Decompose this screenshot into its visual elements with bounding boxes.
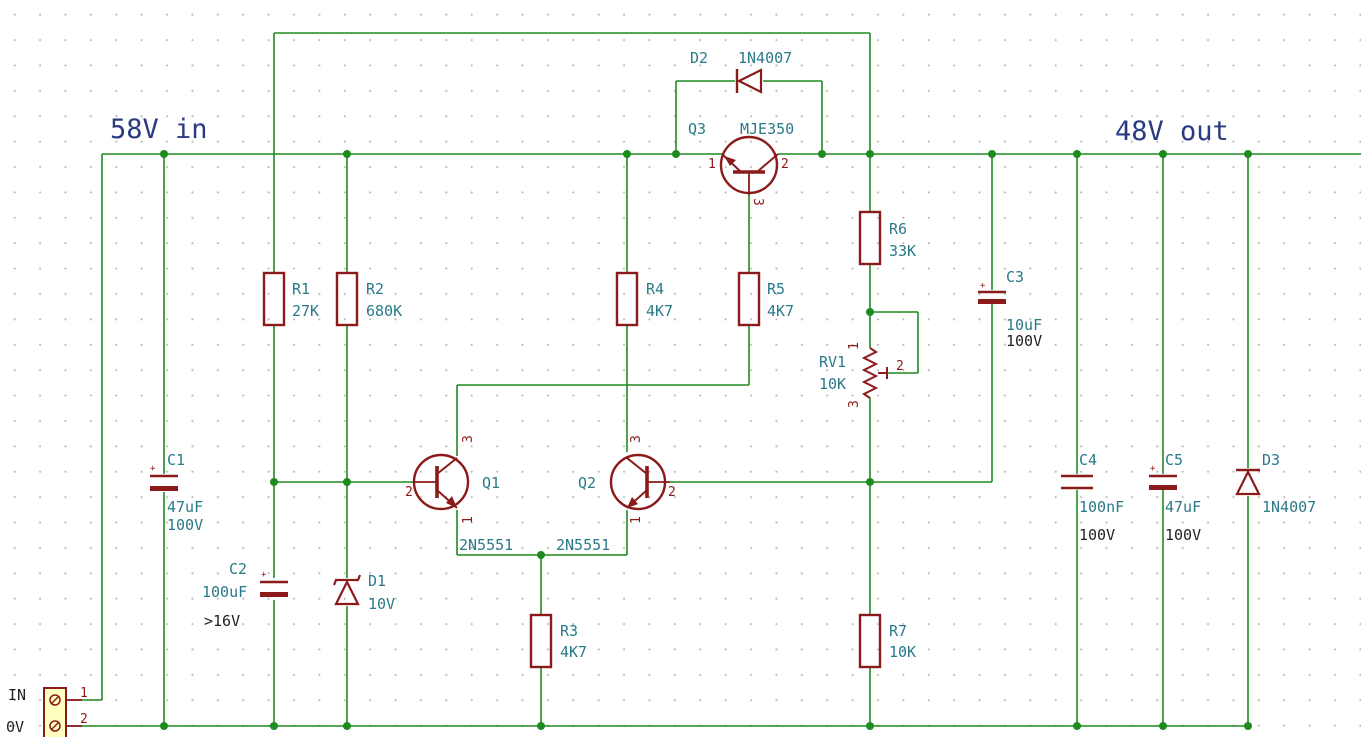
d3-ref: D3 <box>1262 451 1280 469</box>
r2-value: 680K <box>366 302 402 320</box>
diode-d2: D2 1N4007 <box>690 49 792 94</box>
output-net-label: 48V out <box>1115 116 1229 147</box>
q3-value: MJE350 <box>740 120 794 138</box>
r5-ref: R5 <box>767 280 785 298</box>
d1-value: 10V <box>368 595 395 613</box>
junction-dots <box>160 150 1252 730</box>
input-net-label: 58V in <box>110 114 208 145</box>
c1-value: 47uF <box>167 498 203 516</box>
q2-pin-3: 3 <box>629 435 644 443</box>
c1-polarity: + <box>150 464 156 474</box>
diode-d3: D3 1N4007 <box>1235 451 1316 516</box>
c1-voltage: 100V <box>167 516 203 534</box>
r1-ref: R1 <box>292 280 310 298</box>
r6-value: 33K <box>889 242 916 260</box>
c5-polarity: + <box>1150 464 1156 474</box>
c2-ref: C2 <box>229 560 247 578</box>
rv1-pin-1: 1 <box>847 342 862 350</box>
c2-voltage: >16V <box>204 612 240 630</box>
resistor-r1: R1 27K <box>262 271 319 327</box>
q2-pin-2: 2 <box>668 485 676 500</box>
connector-0v-label: 0V <box>6 718 24 736</box>
d3-value: 1N4007 <box>1262 498 1316 516</box>
q2-ref: Q2 <box>578 474 596 492</box>
capacitor-c5: + C5 47uF 100V <box>1149 451 1201 544</box>
c3-value: 10uF <box>1006 316 1042 334</box>
c1-ref: C1 <box>167 451 185 469</box>
r3-value: 4K7 <box>560 643 587 661</box>
q3-pin-3: 3 <box>750 198 765 206</box>
rv1-value: 10K <box>819 375 846 393</box>
r3-ref: R3 <box>560 622 578 640</box>
capacitor-c2: + C2 100uF >16V <box>202 560 288 630</box>
r6-ref: R6 <box>889 220 907 238</box>
c4-voltage: 100V <box>1079 526 1115 544</box>
q2-value: 2N5551 <box>556 536 610 554</box>
q1-pin-1: 1 <box>461 516 476 524</box>
c5-value: 47uF <box>1165 498 1201 516</box>
q1-ref: Q1 <box>482 474 500 492</box>
d2-value: 1N4007 <box>738 49 792 67</box>
resistor-r5: R5 4K7 <box>737 271 794 327</box>
transistor-q3: 1 2 3 Q3 MJE350 <box>688 120 794 206</box>
d2-ref: D2 <box>690 49 708 67</box>
capacitor-c3: + C3 10uF 100V <box>978 268 1042 350</box>
r4-value: 4K7 <box>646 302 673 320</box>
resistor-r4: R4 4K7 <box>615 271 673 327</box>
connector-pin-1: 1 <box>80 686 88 701</box>
potentiometer-rv1: 1 2 3 RV1 10K <box>819 342 904 408</box>
r7-ref: R7 <box>889 622 907 640</box>
connector-pin-2: 2 <box>80 712 88 727</box>
resistor-r3: R3 4K7 <box>529 613 587 669</box>
c3-polarity: + <box>980 281 986 291</box>
c5-ref: C5 <box>1165 451 1183 469</box>
connector-in-label: IN <box>8 686 26 704</box>
c2-value: 100uF <box>202 583 247 601</box>
resistor-r2: R2 680K <box>335 271 402 327</box>
input-connector: IN 0V 1 2 <box>6 686 88 737</box>
q3-ref: Q3 <box>688 120 706 138</box>
rv1-ref: RV1 <box>819 353 846 371</box>
r4-ref: R4 <box>646 280 664 298</box>
c3-voltage: 100V <box>1006 332 1042 350</box>
capacitor-c4: C4 100nF 100V <box>1061 451 1124 544</box>
r7-value: 10K <box>889 643 916 661</box>
c2-polarity: + <box>261 570 267 580</box>
c3-ref: C3 <box>1006 268 1024 286</box>
wires <box>82 32 1361 727</box>
c4-value: 100nF <box>1079 498 1124 516</box>
q3-pin-1: 1 <box>708 157 716 172</box>
rv1-pin-2: 2 <box>896 359 904 374</box>
r2-ref: R2 <box>366 280 384 298</box>
q1-pin-2: 2 <box>405 485 413 500</box>
q1-pin-3: 3 <box>461 435 476 443</box>
resistor-r7: R7 10K <box>858 613 916 669</box>
q2-pin-1: 1 <box>629 516 644 524</box>
r1-value: 27K <box>292 302 319 320</box>
c5-voltage: 100V <box>1165 526 1201 544</box>
rv1-pin-3: 3 <box>847 400 862 408</box>
transistor-q2: 2 3 1 Q2 2N5551 <box>556 435 676 554</box>
zener-diode-d1: D1 10V <box>332 572 395 613</box>
transistor-q1: 2 3 1 Q1 2N5551 <box>405 435 513 554</box>
q1-value: 2N5551 <box>459 536 513 554</box>
resistor-r6: R6 33K <box>858 210 916 266</box>
q3-pin-2: 2 <box>781 157 789 172</box>
c4-ref: C4 <box>1079 451 1097 469</box>
capacitor-c1: + C1 47uF 100V <box>150 451 203 534</box>
r5-value: 4K7 <box>767 302 794 320</box>
d1-ref: D1 <box>368 572 386 590</box>
